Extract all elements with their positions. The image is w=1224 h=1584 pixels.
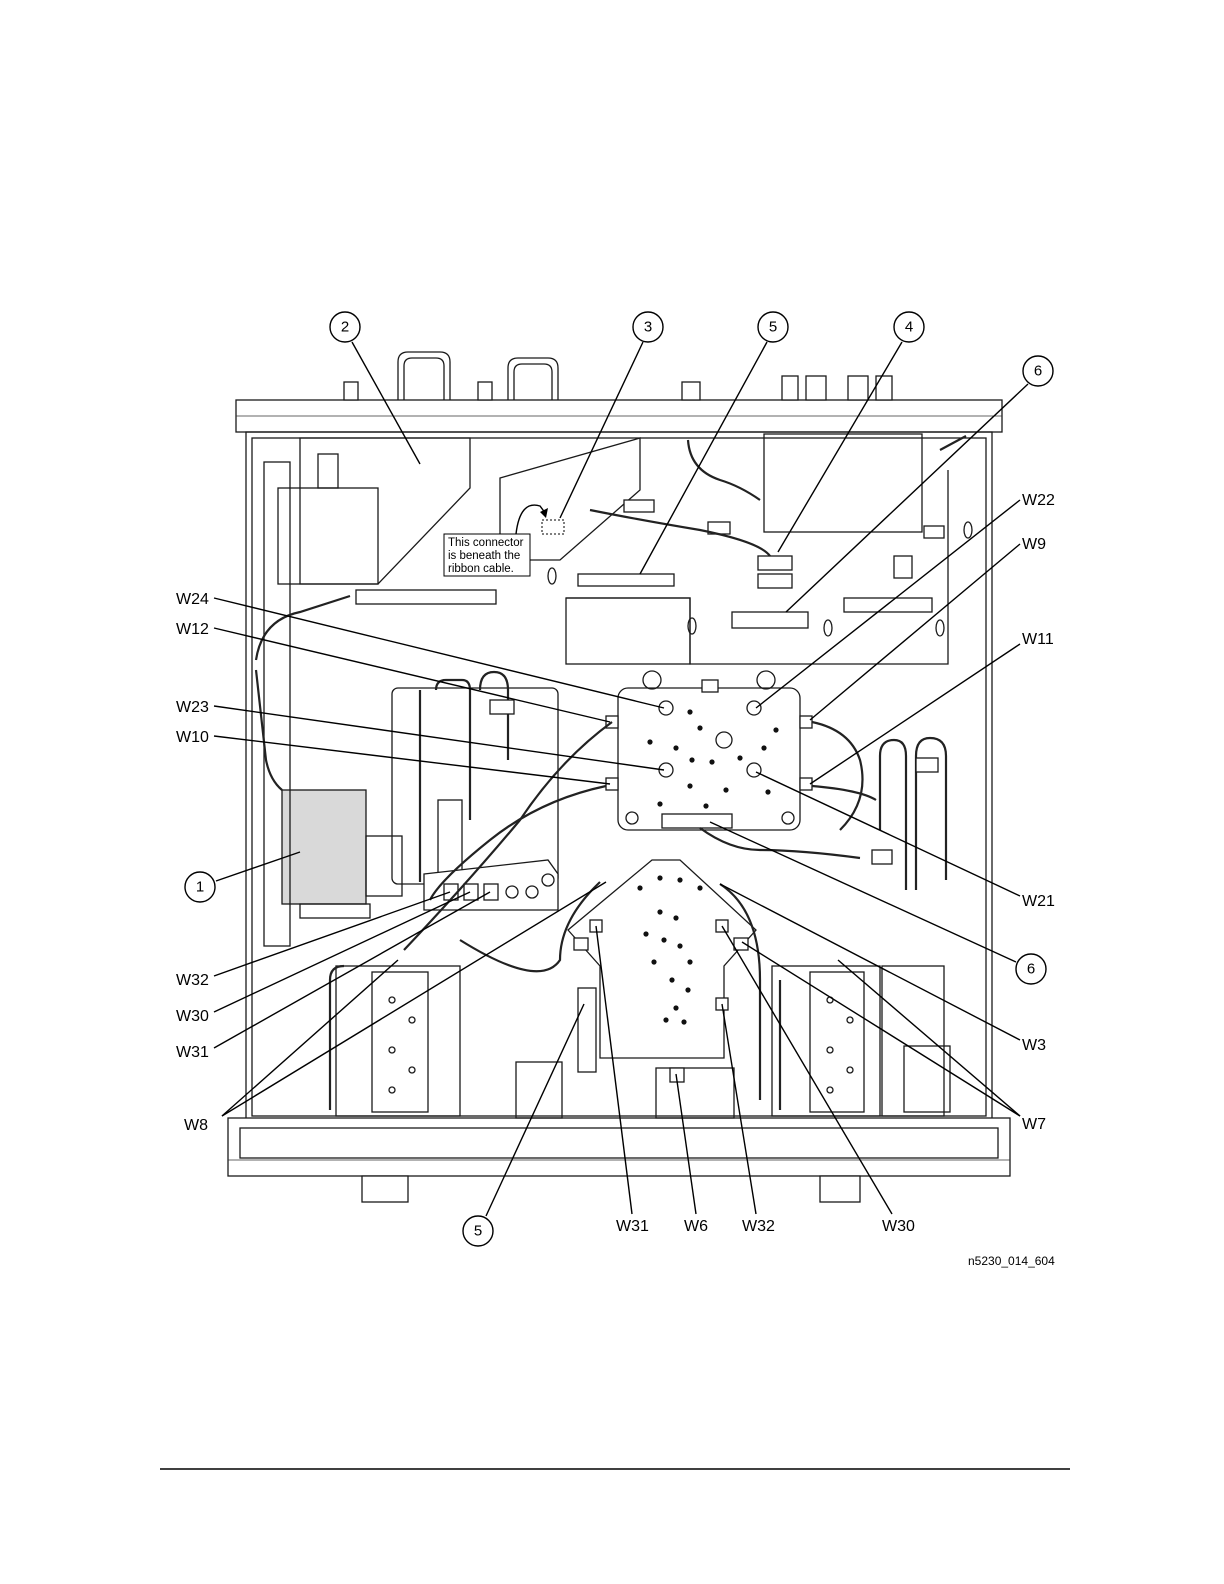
svg-text:3: 3 — [644, 319, 652, 336]
label-w32-left: W32 — [176, 972, 209, 989]
note-line-1: This connector — [448, 537, 524, 549]
cable-labels-left: W24 W12 W23 W10 W32 W30 W31 W8 — [176, 591, 209, 1134]
svg-text:5: 5 — [769, 319, 777, 336]
label-w23: W23 — [176, 699, 209, 716]
svg-text:2: 2 — [341, 319, 349, 336]
callout-3: 3 — [633, 312, 663, 342]
callout-4: 4 — [894, 312, 924, 342]
callout-6-right: 6 — [1016, 954, 1046, 984]
label-w8: W8 — [184, 1117, 208, 1134]
label-w31-bottom: W31 — [616, 1218, 649, 1235]
svg-text:5: 5 — [474, 1223, 482, 1240]
callout-5-top: 5 — [758, 312, 788, 342]
label-w9: W9 — [1022, 536, 1046, 553]
note-line-2: is beneath the — [448, 550, 520, 562]
label-w10: W10 — [176, 729, 209, 746]
svg-text:6: 6 — [1027, 961, 1035, 978]
callout-1: 1 — [185, 872, 215, 902]
label-w30-bottom: W30 — [882, 1218, 915, 1235]
callout-2: 2 — [330, 312, 360, 342]
label-w7: W7 — [1022, 1116, 1046, 1133]
svg-text:1: 1 — [196, 879, 204, 896]
label-w24: W24 — [176, 591, 209, 608]
label-w21: W21 — [1022, 893, 1055, 910]
svg-text:4: 4 — [905, 319, 913, 336]
cable-labels-right: W22 W9 W11 W21 W3 W7 — [1022, 492, 1055, 1133]
svg-text:6: 6 — [1034, 363, 1042, 380]
figure-id: n5230_014_604 — [968, 1254, 1055, 1268]
label-w12: W12 — [176, 621, 209, 638]
label-w3: W3 — [1022, 1037, 1046, 1054]
callout-5-bottom: 5 — [463, 1216, 493, 1246]
internal-parts — [256, 434, 972, 1118]
cable-labels-bottom: W31 W6 W32 W30 — [616, 1218, 915, 1235]
label-w11: W11 — [1022, 631, 1054, 648]
note-line-3: ribbon cable. — [448, 563, 514, 575]
callout-6-top: 6 — [1023, 356, 1053, 386]
label-w22: W22 — [1022, 492, 1055, 509]
label-w30-left: W30 — [176, 1008, 209, 1025]
label-w6: W6 — [684, 1218, 708, 1235]
connector-note: This connector is beneath the ribbon cab… — [444, 505, 564, 576]
label-w32-bottom: W32 — [742, 1218, 775, 1235]
label-w31-left: W31 — [176, 1044, 209, 1061]
